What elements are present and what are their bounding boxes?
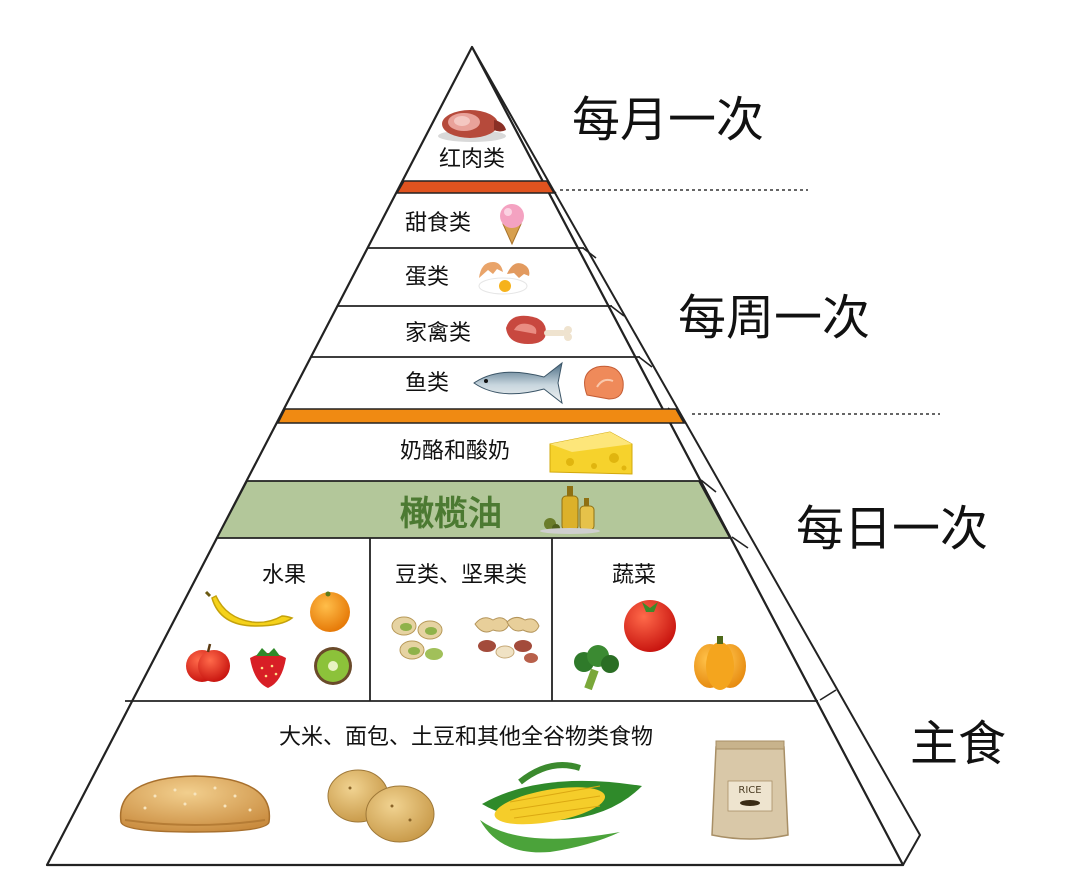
bread-icon — [119, 775, 271, 833]
potato-icon — [327, 769, 435, 843]
cracked-egg-icon — [478, 262, 530, 295]
tier-lines — [125, 247, 818, 702]
broccoli-icon — [574, 645, 619, 691]
tier-label-poultry: 家禽类 — [405, 321, 471, 346]
tier-label-fish: 鱼类 — [405, 371, 449, 396]
fish-icon — [473, 361, 563, 405]
orange-icon — [310, 591, 350, 632]
ice-cream-icon — [500, 204, 524, 246]
strawberry-icon — [250, 648, 286, 688]
divider-band-monthly — [395, 180, 556, 194]
drumstick-icon — [506, 315, 572, 344]
oil-bottles-icon — [540, 486, 600, 534]
rice-bag-text: RICE — [738, 785, 761, 796]
tomato-icon — [624, 600, 676, 652]
tier-label-vegetables: 蔬菜 — [612, 563, 656, 588]
pistachio-icon — [391, 616, 443, 660]
banana-icon — [204, 590, 294, 627]
corn-icon — [480, 762, 642, 853]
olive-oil-band — [215, 480, 732, 539]
tier-label-eggs: 蛋类 — [405, 265, 449, 290]
salmon-steak-icon — [584, 365, 624, 400]
cheese-icon — [549, 431, 633, 475]
tier-label-cheese-yogurt: 奶酪和酸奶 — [400, 439, 510, 464]
ham-icon — [438, 110, 506, 142]
label-weekly: 每周一次 — [678, 290, 870, 346]
label-staple: 主食 — [910, 716, 1006, 772]
pumpkin-icon — [694, 636, 746, 690]
tier-label-beans-nuts: 豆类、坚果类 — [395, 563, 527, 588]
label-daily: 每日一次 — [796, 501, 988, 557]
tier-label-red-meat: 红肉类 — [439, 147, 505, 172]
rice-bag-icon: RICE — [711, 740, 789, 840]
tier-label-sweets: 甜食类 — [405, 211, 471, 236]
label-monthly: 每月一次 — [572, 92, 764, 148]
apple-icon — [186, 643, 230, 682]
peanut-icon — [474, 616, 540, 663]
tier-label-olive-oil: 橄榄油 — [400, 494, 502, 534]
divider-band-weekly — [276, 408, 686, 424]
kiwi-icon — [314, 647, 352, 685]
tier-label-grains: 大米、面包、土豆和其他全谷物类食物 — [279, 725, 653, 750]
tier-label-fruit: 水果 — [262, 563, 306, 588]
